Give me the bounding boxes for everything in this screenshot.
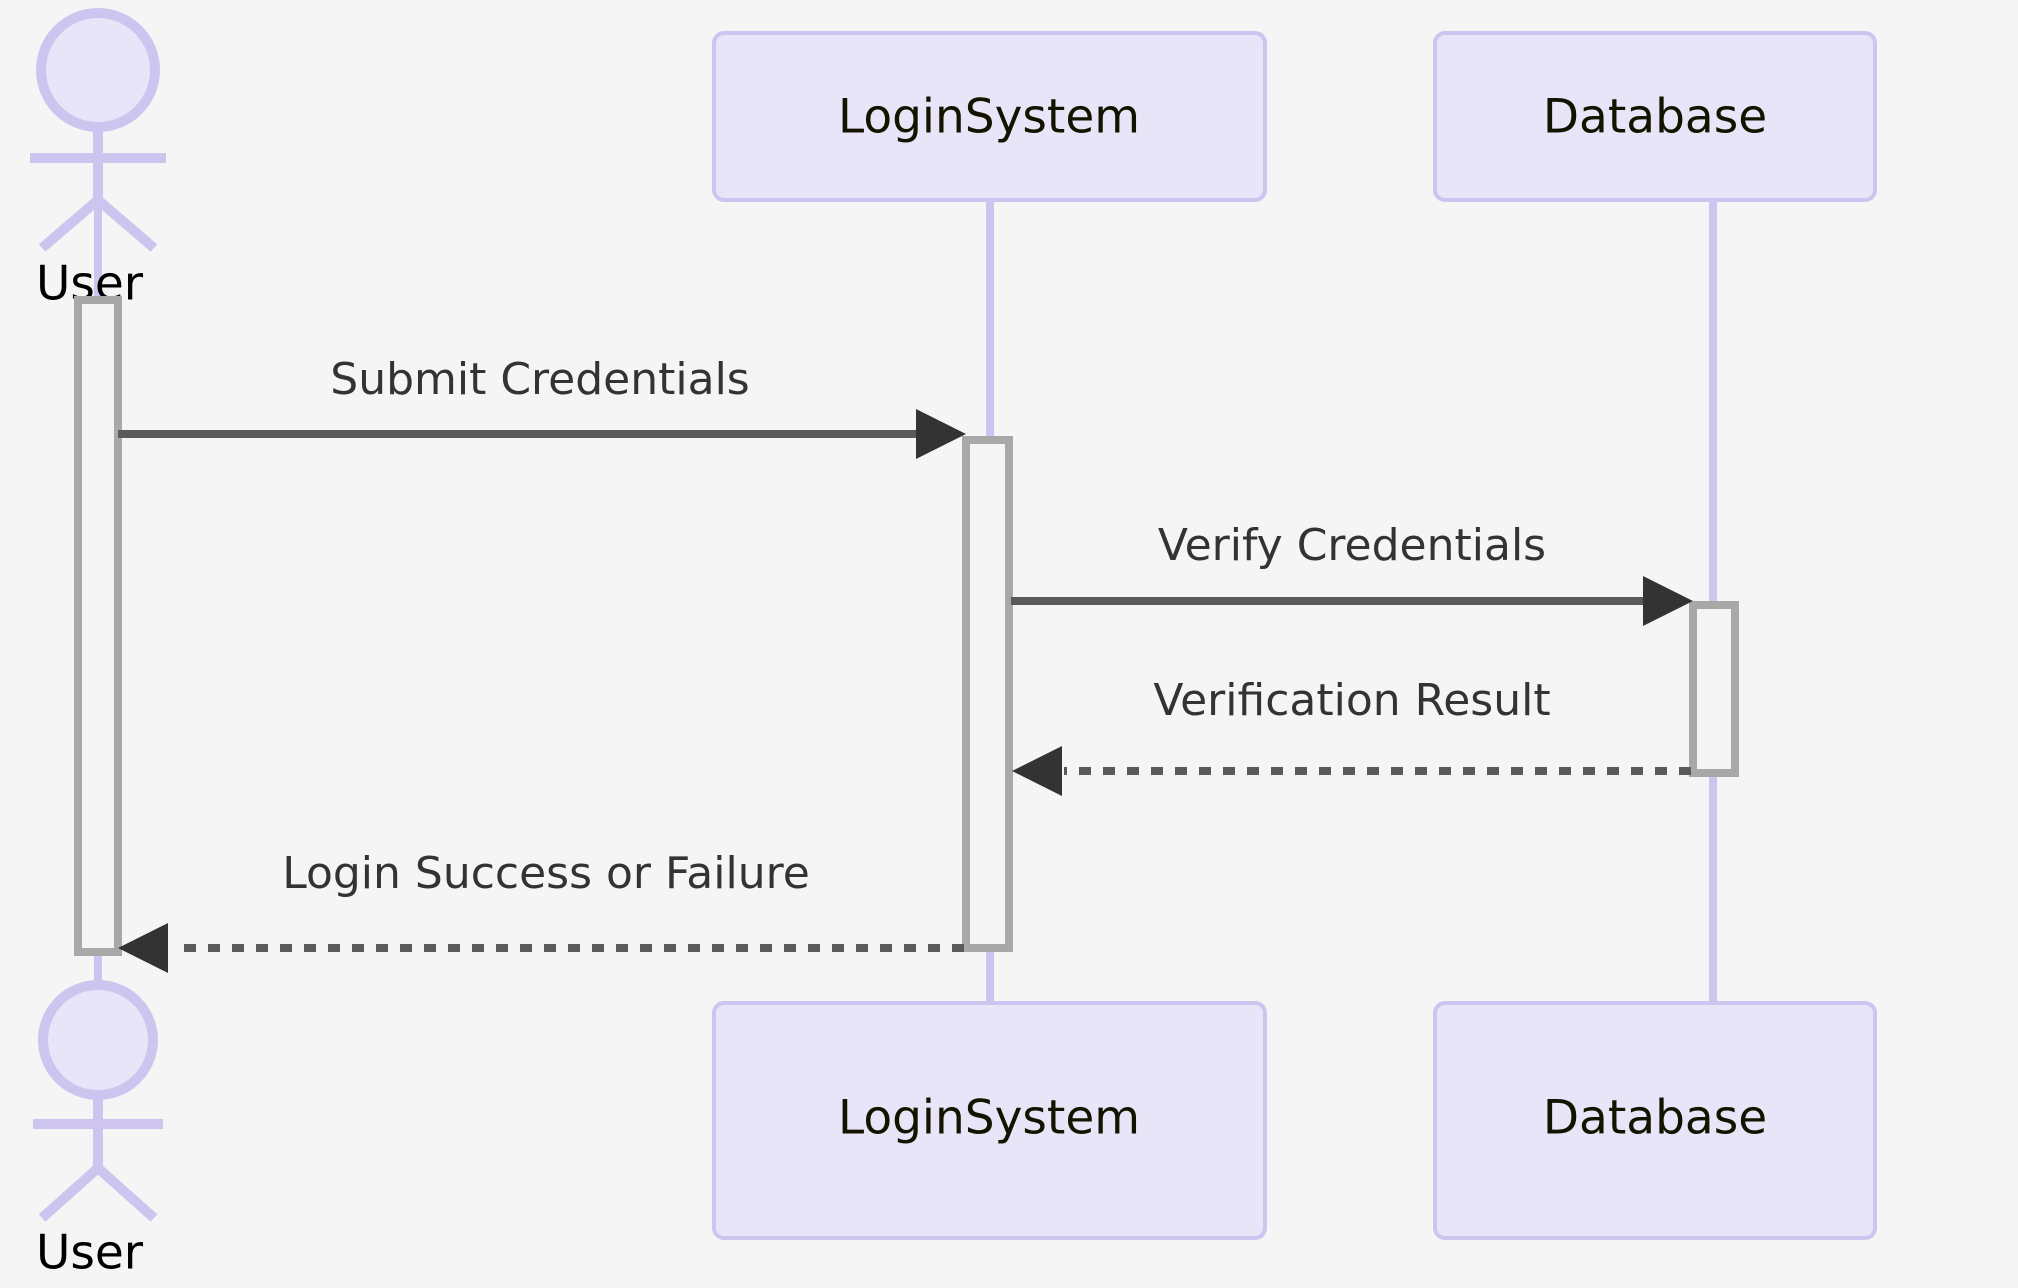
actor-head-icon <box>38 980 158 1100</box>
message-label-verify-credentials: Verify Credentials <box>1158 520 1546 571</box>
actor-label-user-bottom: User <box>36 1226 144 1281</box>
message-label-verification-result: Verification Result <box>1153 675 1550 726</box>
participant-box-rect <box>1433 1001 1877 1240</box>
participant-box-database-top[interactable]: Database <box>1433 31 1877 202</box>
actor-leg-left-line <box>38 1164 102 1222</box>
activation-box-user[interactable] <box>74 296 122 956</box>
participant-box-rect <box>712 31 1267 202</box>
participant-label-database-top: Database <box>1543 90 1767 145</box>
activation-box-loginsystem[interactable] <box>962 436 1013 952</box>
participant-label-loginsystem-top: LoginSystem <box>838 90 1140 145</box>
participant-label-database-bottom: Database <box>1543 1091 1767 1146</box>
participant-box-loginsystem-top[interactable]: LoginSystem <box>712 31 1267 202</box>
participant-box-database-bottom[interactable]: Database <box>1433 1001 1877 1240</box>
actor-user-bottom[interactable]: User <box>33 980 163 1281</box>
actor-user-top[interactable]: User <box>30 8 166 312</box>
actor-leg-right-line <box>94 196 158 252</box>
message-arrowhead-left <box>1012 746 1062 796</box>
lifelines-layer <box>94 200 1717 1100</box>
participant-box-rect <box>712 1001 1267 1240</box>
actor-leg-left-line <box>38 196 102 252</box>
activation-boxes-layer <box>74 296 1739 956</box>
actor-leg-right-line <box>94 1164 158 1222</box>
message-label-submit-credentials: Submit Credentials <box>330 354 749 405</box>
message-arrowhead-left <box>118 923 168 973</box>
actor-head-icon <box>36 8 160 132</box>
message-verification-result[interactable]: Verification Result <box>1012 675 1691 796</box>
participant-box-rect <box>1433 31 1877 202</box>
message-label-login-success-or-failure: Login Success or Failure <box>282 848 810 899</box>
message-submit-credentials[interactable]: Submit Credentials <box>118 354 966 459</box>
participant-label-loginsystem-bottom: LoginSystem <box>838 1091 1140 1146</box>
message-arrowhead-right <box>1643 576 1693 626</box>
message-arrowhead-right <box>916 409 966 459</box>
activation-box-database[interactable] <box>1689 601 1739 777</box>
participant-box-loginsystem-bottom[interactable]: LoginSystem <box>712 1001 1267 1240</box>
message-login-success-or-failure[interactable]: Login Success or Failure <box>118 848 964 973</box>
message-verify-credentials[interactable]: Verify Credentials <box>1011 520 1693 626</box>
